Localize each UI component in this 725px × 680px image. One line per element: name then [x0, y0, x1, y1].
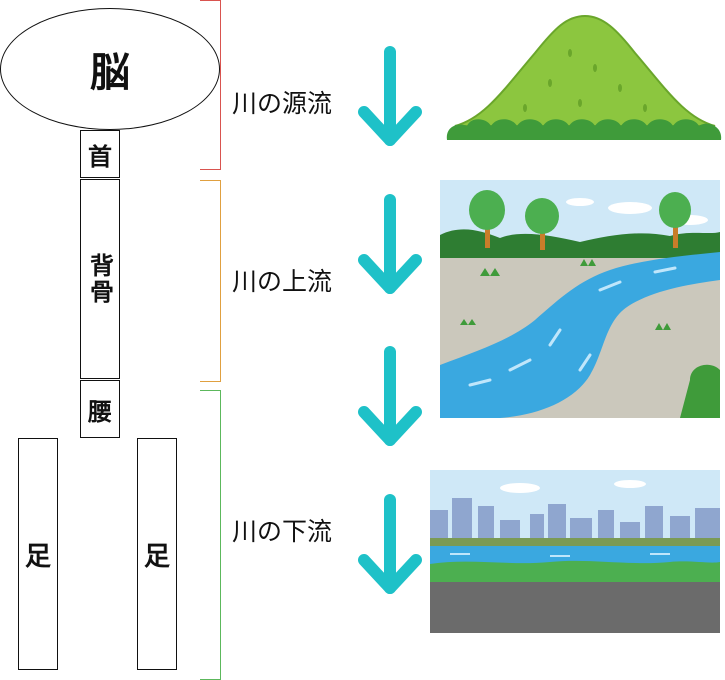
label-upstream: 川の上流	[232, 267, 333, 296]
bracket-source	[200, 0, 221, 170]
bracket-downstream	[200, 390, 221, 680]
right-leg-box: 足	[137, 438, 177, 670]
upstream-river-illustration	[440, 180, 720, 418]
spine-label: 背骨	[85, 253, 115, 305]
neck-label: 首	[88, 141, 112, 171]
waist-box: 腰	[80, 380, 120, 438]
arrow-down-icon	[358, 194, 422, 294]
right-leg-label: 足	[143, 541, 170, 572]
left-leg-label: 足	[24, 541, 51, 572]
arrow-down-icon	[358, 46, 422, 146]
brain-ellipse: 脳	[0, 8, 220, 130]
label-source: 川の源流	[232, 89, 333, 118]
brain-label: 脳	[90, 49, 130, 96]
arrow-down-icon	[358, 494, 422, 594]
arrow-down-icon	[358, 346, 422, 446]
label-downstream: 川の下流	[232, 517, 333, 546]
neck-box: 首	[80, 130, 120, 178]
mountain-illustration	[446, 14, 722, 140]
bracket-upstream	[200, 180, 221, 382]
spine-box: 背骨	[80, 179, 120, 379]
left-leg-box: 足	[18, 438, 58, 670]
waist-label: 腰	[88, 396, 112, 426]
downstream-river-illustration	[430, 470, 720, 633]
